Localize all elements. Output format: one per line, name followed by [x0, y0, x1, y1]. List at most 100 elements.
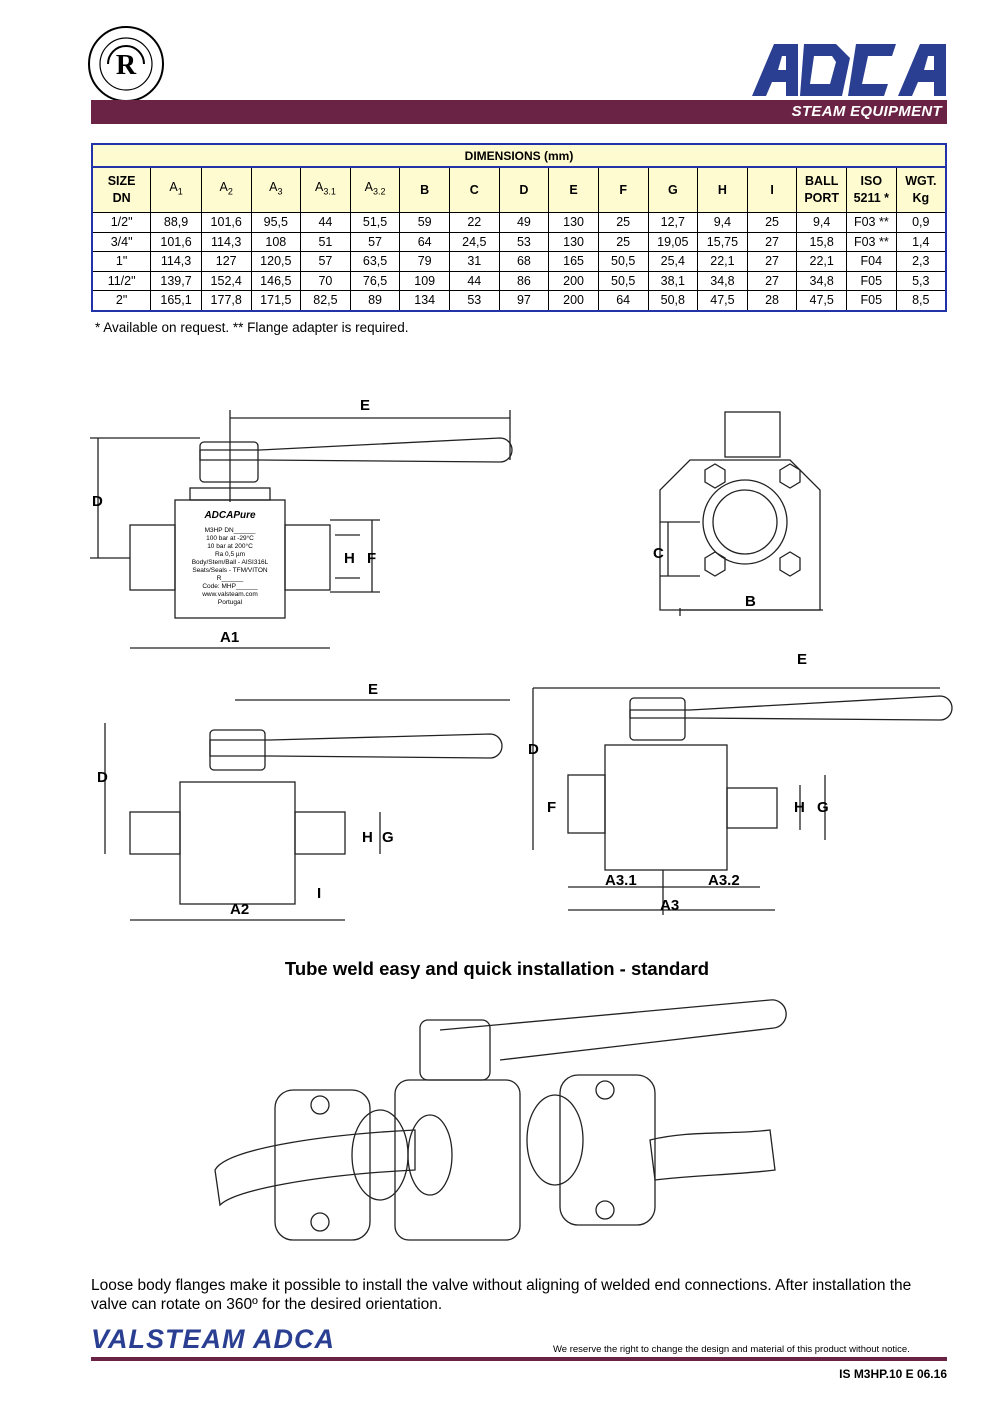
column-header: H: [697, 166, 748, 213]
table-cell: 51: [300, 231, 351, 252]
table-cell: F05: [846, 290, 897, 311]
table-cell: 27: [746, 231, 798, 252]
column-header: A3.2: [349, 166, 401, 213]
column-header: A2: [200, 166, 252, 213]
svg-text:R: R: [116, 50, 137, 81]
table-cell: 139,7: [150, 270, 202, 291]
body-text-model: M3HP DN______: [205, 527, 256, 534]
table-cell: 130: [548, 212, 599, 233]
table-cell: 120,5: [250, 251, 302, 272]
adca-logo: [752, 44, 946, 96]
table-cell: 25: [597, 212, 649, 233]
table-cell: 114,3: [150, 251, 202, 272]
table-cell: 63,5: [349, 251, 401, 272]
table-cell: 0,9: [895, 212, 947, 233]
body-text-code: Code: MHP______: [202, 583, 258, 590]
column-header: C: [449, 166, 500, 213]
document-code: IS M3HP.10 E 06.16: [839, 1367, 947, 1381]
dim-label-e-2: E: [368, 681, 378, 698]
column-header: WGT.Kg: [895, 166, 947, 213]
table-cell: 50,5: [597, 270, 649, 291]
table-cell: F05: [846, 270, 897, 291]
table-cell: 76,5: [349, 270, 401, 291]
table-cell: 22,1: [697, 251, 748, 272]
table-cell: 34,8: [697, 270, 748, 291]
dim-label-b: B: [745, 593, 756, 610]
table-cell: 15,8: [796, 231, 847, 252]
table-cell: 146,5: [250, 270, 302, 291]
table-cell: 25: [597, 231, 649, 252]
table-cell: F03 **: [846, 231, 897, 252]
table-cell: 177,8: [200, 290, 252, 311]
table-cell: 97: [498, 290, 550, 311]
installation-illustration: [214, 999, 787, 1241]
table-cell: 31: [449, 251, 500, 272]
table-cell: 22: [449, 212, 500, 233]
table-cell: 51,5: [349, 212, 401, 233]
table-cell: 24,5: [449, 231, 500, 252]
column-header: E: [548, 166, 599, 213]
dim-label-h: H: [344, 550, 355, 567]
dim-label-a2: A2: [230, 901, 249, 918]
table-cell: 82,5: [300, 290, 351, 311]
table-cell: 19,05: [647, 231, 699, 252]
table-cell: 79: [399, 251, 450, 272]
table-cell: 200: [548, 290, 599, 311]
table-cell: 152,4: [200, 270, 252, 291]
table-cell: 44: [449, 270, 500, 291]
dim-label-d-2: D: [97, 769, 108, 786]
body-text-material: Body/Stem/Ball - AISI316L: [192, 559, 269, 566]
table-cell: 88,9: [150, 212, 202, 233]
description-paragraph: Loose body flanges make it possible to i…: [91, 1277, 912, 1313]
table-cell: 108: [250, 231, 302, 252]
column-header: A3: [250, 166, 302, 213]
table-cell: 86: [498, 270, 550, 291]
dim-label-h-3: H: [794, 799, 805, 816]
table-cell: 114,3: [200, 231, 252, 252]
table-cell: 53: [498, 231, 550, 252]
table-cell: 8,5: [895, 290, 947, 311]
brand-subtitle: STEAM EQUIPMENT: [791, 103, 942, 120]
dim-label-d-3: D: [528, 741, 539, 758]
table-cell: 27: [746, 270, 798, 291]
table-cell: 64: [399, 231, 450, 252]
footer-bar: [91, 1357, 947, 1361]
table-cell: 130: [548, 231, 599, 252]
table-cell: 64: [597, 290, 649, 311]
dim-label-e-3: E: [797, 651, 807, 668]
table-cell: 109: [399, 270, 450, 291]
table-cell: 25,4: [647, 251, 699, 272]
body-text-pressure-1: 100 bar at -29°C: [206, 534, 254, 542]
table-cell: 59: [399, 212, 450, 233]
table-cell: 47,5: [796, 290, 847, 311]
dim-label-c: C: [653, 545, 664, 562]
dim-label-i: I: [317, 885, 321, 902]
column-header: F: [597, 166, 649, 213]
column-header: I: [746, 166, 798, 213]
body-text-brand: ADCAPure: [203, 510, 256, 521]
table-cell: 1,4: [895, 231, 947, 252]
table-cell: 11/2": [91, 270, 152, 291]
table-cell: 89: [349, 290, 401, 311]
dim-label-h-2: H: [362, 829, 373, 846]
footer-notice: We reserve the right to change the desig…: [553, 1344, 910, 1355]
dim-label-a32: A3.2: [708, 872, 740, 889]
table-cell: 9,4: [796, 212, 847, 233]
body-text-pressure-2: 10 bar at 200°C: [207, 542, 253, 550]
table-cell: 34,8: [796, 270, 847, 291]
header-bar: [91, 100, 947, 124]
table-cell: 5,3: [895, 270, 947, 291]
body-text-country: Portugal: [218, 599, 243, 606]
table-cell: 57: [300, 251, 351, 272]
table-cell: 70: [300, 270, 351, 291]
table-cell: 25: [746, 212, 798, 233]
table-cell: 3/4": [91, 231, 152, 252]
table-cell: 12,7: [647, 212, 699, 233]
